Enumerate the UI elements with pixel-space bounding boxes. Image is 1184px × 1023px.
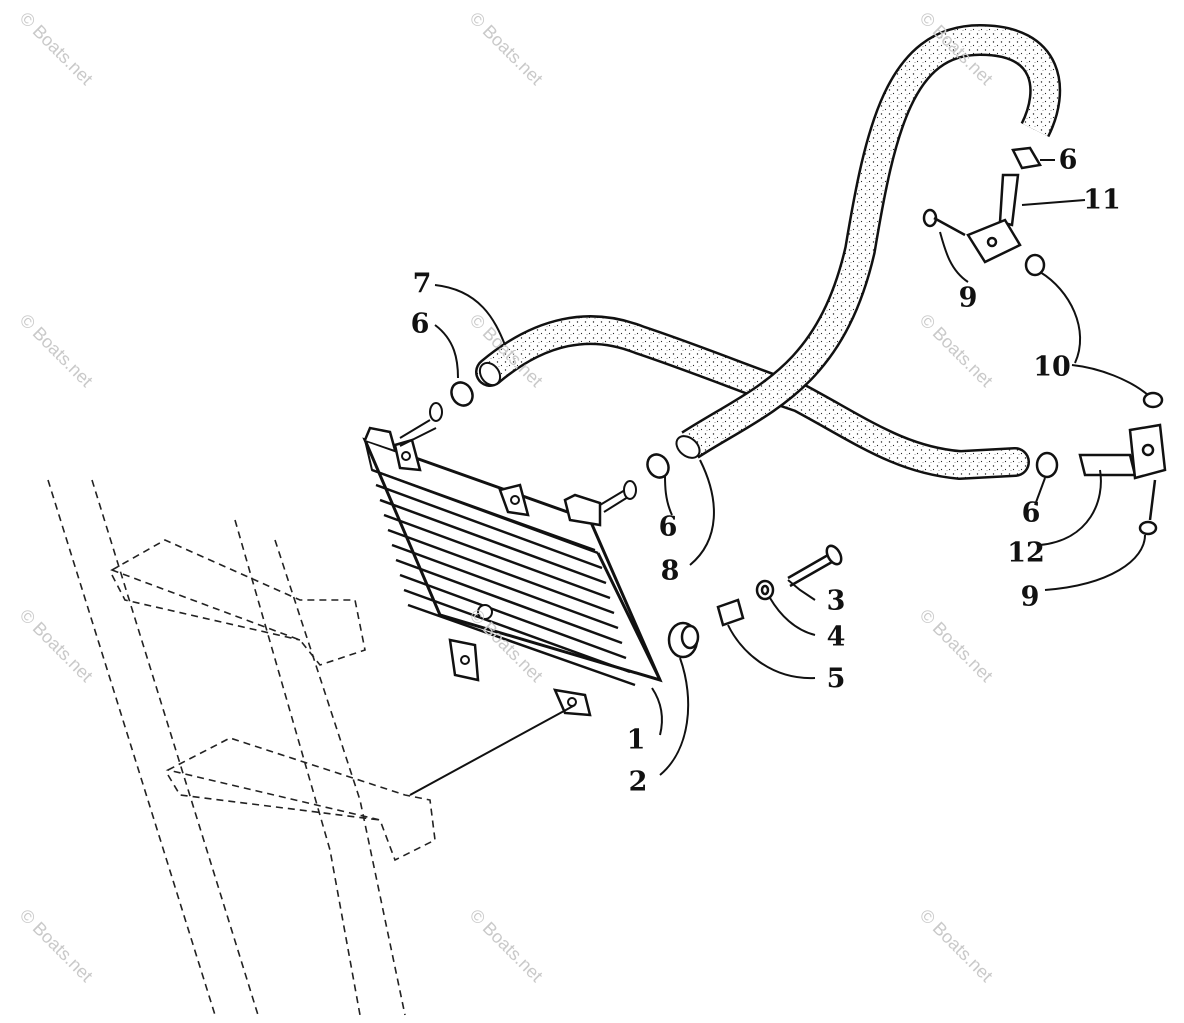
callout-9[interactable]: 9 xyxy=(1020,581,1040,613)
grommet-2[interactable] xyxy=(667,621,700,659)
spacer-5[interactable] xyxy=(716,598,745,627)
callout-8[interactable]: 8 xyxy=(660,555,680,587)
oil-cooler-core[interactable] xyxy=(362,426,663,717)
washer-4[interactable] xyxy=(755,579,775,601)
callout-6[interactable]: 6 xyxy=(410,308,430,340)
bolt-9-lower[interactable] xyxy=(1138,479,1158,536)
cooler-inlet-fittings xyxy=(399,402,637,513)
callout-10[interactable]: 10 xyxy=(1033,351,1071,383)
callout-6[interactable]: 6 xyxy=(1021,497,1041,529)
callout-4[interactable]: 4 xyxy=(826,621,846,653)
callout-5[interactable]: 5 xyxy=(826,663,846,695)
leader-lines xyxy=(409,159,1149,796)
callout-6[interactable]: 6 xyxy=(1058,144,1078,176)
callout-12[interactable]: 12 xyxy=(1007,537,1045,569)
bolt-3[interactable] xyxy=(787,543,844,588)
hose-clamp-6[interactable] xyxy=(447,146,1059,481)
frame-phantom-lines xyxy=(47,479,436,1016)
callout-11[interactable]: 11 xyxy=(1083,184,1121,216)
upper-fitting-11[interactable] xyxy=(966,173,1046,277)
callout-7[interactable]: 7 xyxy=(412,268,432,300)
lower-fitting-12[interactable] xyxy=(1078,391,1167,480)
callout-6[interactable]: 6 xyxy=(658,511,678,543)
callout-9[interactable]: 9 xyxy=(958,282,978,314)
callout-1[interactable]: 1 xyxy=(626,724,646,756)
cooler-fins xyxy=(371,468,662,687)
callout-2[interactable]: 2 xyxy=(628,766,648,798)
callout-3[interactable]: 3 xyxy=(826,585,846,617)
bolt-9-upper[interactable] xyxy=(922,208,966,237)
